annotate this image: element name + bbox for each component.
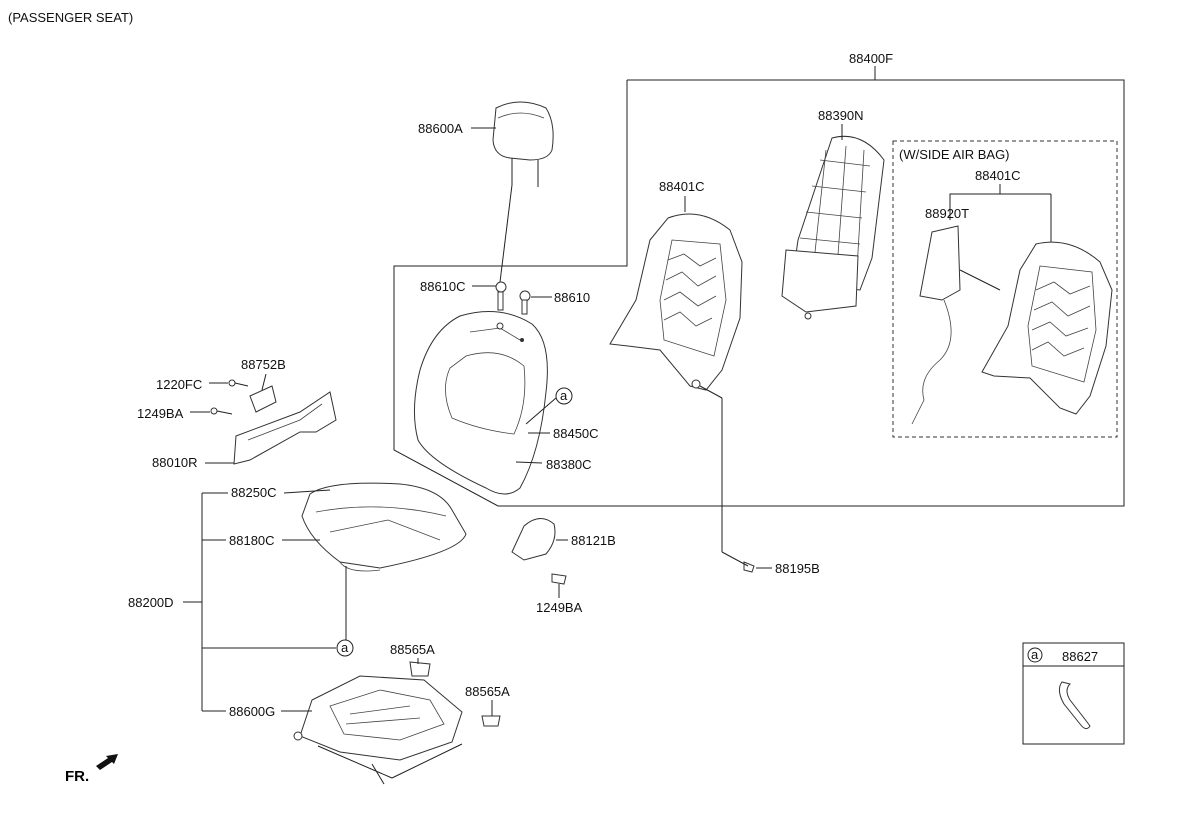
- side-airbag-box-label: (W/SIDE AIR BAG): [899, 147, 1010, 162]
- side-airbag-module-88920T[interactable]: [919, 225, 961, 301]
- seat-cushion[interactable]: [301, 482, 467, 572]
- callout-a-lower-text: a: [341, 640, 349, 655]
- label-88610[interactable]: 88610: [554, 290, 590, 305]
- label-88400F[interactable]: 88400F: [849, 51, 893, 66]
- label-1249BA-left[interactable]: 1249BA: [137, 406, 184, 421]
- seatback-frame-88401C[interactable]: [609, 213, 743, 391]
- bolt-1249BA-right[interactable]: [551, 573, 567, 585]
- legend-marker-a: [1027, 647, 1043, 663]
- bolt-88195B[interactable]: [743, 561, 755, 573]
- airbag-harness: [911, 299, 952, 425]
- clip-88565A-1[interactable]: [409, 661, 431, 677]
- label-88121B[interactable]: 88121B: [571, 533, 616, 548]
- seat-track-frame-88600G[interactable]: [293, 675, 463, 785]
- label-88010R[interactable]: 88010R: [152, 455, 198, 470]
- label-88752B[interactable]: 88752B: [241, 357, 286, 372]
- callout-a-upper-text: a: [560, 388, 568, 403]
- label-88180C[interactable]: 88180C: [229, 533, 275, 548]
- label-88250C[interactable]: 88250C: [231, 485, 277, 500]
- wire-clip-88627[interactable]: [1058, 681, 1091, 730]
- screw-1220FC[interactable]: [228, 379, 249, 387]
- label-88390N[interactable]: 88390N: [818, 108, 864, 123]
- headrest-guide-88610[interactable]: [519, 290, 531, 315]
- label-1220FC[interactable]: 1220FC: [156, 377, 202, 392]
- assembly-88400F-frame: [393, 66, 1125, 507]
- cover-88121B[interactable]: [511, 518, 556, 561]
- seatback-board-88390N[interactable]: [781, 135, 885, 320]
- label-88565A-1[interactable]: 88565A: [390, 642, 435, 657]
- label-88401C-airbag[interactable]: 88401C: [975, 168, 1021, 183]
- front-direction-label: FR.: [65, 768, 89, 785]
- label-88450C[interactable]: 88450C: [553, 426, 599, 441]
- label-1249BA-right[interactable]: 1249BA: [536, 600, 583, 615]
- bolt-1249BA-left[interactable]: [210, 407, 233, 415]
- headrest-guide-88610C[interactable]: [495, 281, 507, 311]
- label-88600A[interactable]: 88600A: [418, 121, 463, 136]
- callout-a-lower: [336, 639, 354, 657]
- front-arrow-icon: [96, 754, 118, 770]
- clip-88565A-2[interactable]: [481, 715, 501, 727]
- diagram-title: (PASSENGER SEAT): [8, 10, 133, 25]
- label-88200D[interactable]: 88200D: [128, 595, 174, 610]
- label-88401C-main[interactable]: 88401C: [659, 179, 705, 194]
- label-88565A-2[interactable]: 88565A: [465, 684, 510, 699]
- headrest-88600A[interactable]: [492, 101, 554, 187]
- label-88610C[interactable]: 88610C: [420, 279, 466, 294]
- label-88195B[interactable]: 88195B: [775, 561, 820, 576]
- side-airbag-variant-box: [892, 140, 1118, 438]
- label-88380C[interactable]: 88380C: [546, 457, 592, 472]
- label-88600G[interactable]: 88600G: [229, 704, 275, 719]
- label-88920T[interactable]: 88920T: [925, 206, 969, 221]
- side-shield-88010R[interactable]: [233, 391, 337, 465]
- legend-marker-text: a: [1031, 647, 1039, 662]
- callout-a-upper: [555, 387, 573, 405]
- assembly-88200D-bracket: [183, 492, 336, 712]
- seatback-covering[interactable]: [413, 311, 548, 495]
- seatback-frame-88401C-airbag[interactable]: [981, 241, 1113, 415]
- recliner-cover-88752B[interactable]: [249, 385, 277, 413]
- label-88627[interactable]: 88627: [1062, 649, 1098, 664]
